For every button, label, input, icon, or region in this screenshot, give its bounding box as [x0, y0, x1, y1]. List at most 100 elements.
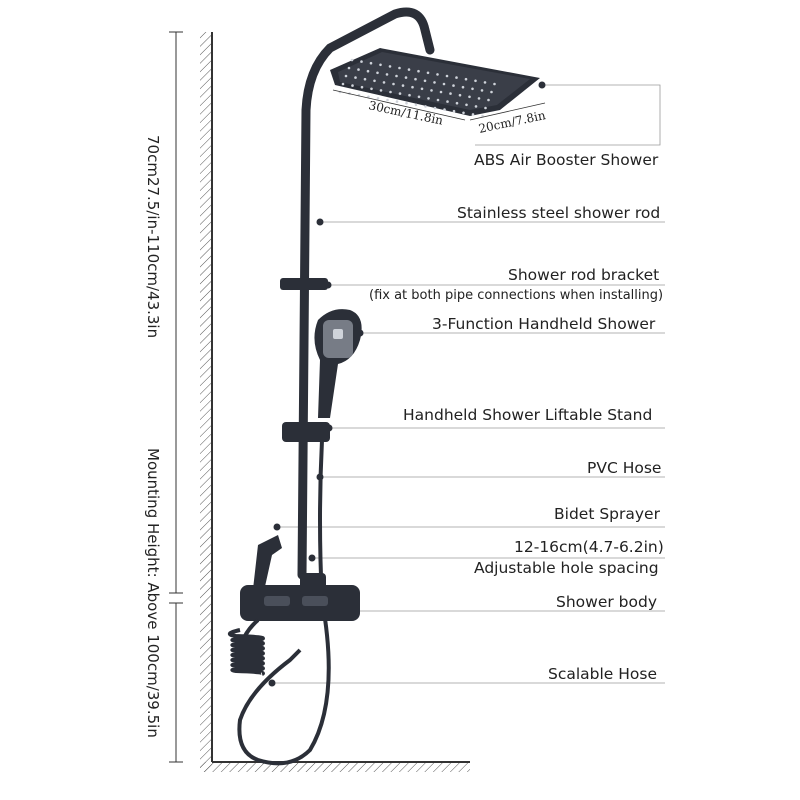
liftable-stand: [282, 422, 330, 442]
nozzle-dot: [376, 71, 379, 75]
nozzle-dot: [414, 103, 418, 107]
nozzle-dot: [347, 66, 351, 70]
nozzle-dot: [468, 95, 471, 99]
rod-height-dimension-line: [169, 31, 183, 594]
nozzle-dot: [461, 85, 465, 89]
nozzle-dot: [477, 97, 481, 100]
nozzle-dot: [471, 87, 474, 91]
leader-lines: [272, 84, 665, 684]
label-shower-body: Shower body: [556, 593, 657, 611]
label-adjustable-hole-spacing: Adjustable hole spacing: [474, 559, 659, 577]
label-bracket-note: (fix at both pipe connections when insta…: [369, 288, 664, 303]
nozzle-dot: [436, 98, 440, 102]
nozzle-dot: [382, 81, 386, 84]
nozzle-dot: [398, 66, 401, 70]
nozzle-dot: [462, 111, 465, 115]
label-bidet-sprayer: Bidet Sprayer: [554, 505, 660, 523]
nozzle-dot: [385, 73, 389, 76]
nozzle-dot: [458, 93, 462, 97]
scalable-hose: [228, 618, 265, 676]
shower-rod-bracket: [280, 278, 328, 290]
shower-body: [240, 573, 360, 621]
nozzle-dot: [408, 93, 411, 97]
wall: [200, 32, 213, 772]
nozzle-dot: [414, 77, 417, 81]
nozzle-dot: [480, 89, 484, 92]
label-shower-rod-bracket: Shower rod bracket: [508, 266, 660, 284]
nozzle-dot: [386, 98, 389, 102]
head-dimension-lines: [332, 89, 546, 121]
nozzle-dot: [407, 68, 411, 71]
nozzle-dot: [417, 69, 420, 73]
nozzle-dot: [471, 113, 475, 116]
nozzle-dot: [433, 106, 437, 110]
nozzle-dot: [446, 100, 449, 103]
nozzle-dot: [442, 82, 446, 86]
mounting-height-dimension: Mounting Height: Above 100cm/39.5in: [144, 448, 162, 738]
nozzle-dot: [370, 87, 373, 91]
nozzle-dot: [369, 61, 373, 65]
shower-rod: [297, 7, 435, 580]
nozzle-dot: [464, 77, 468, 81]
nozzle-dot: [363, 77, 367, 81]
nozzle-dot: [389, 90, 392, 94]
nozzle-dot: [493, 82, 496, 86]
label-shower-rod: Stainless steel shower rod: [457, 204, 661, 222]
nozzle-dot: [405, 101, 408, 105]
nozzle-dot: [465, 103, 468, 107]
nozzle-dot: [449, 92, 452, 95]
nozzle-dot: [439, 90, 443, 94]
pvc-hose: [237, 439, 331, 766]
nozzle-dot: [388, 65, 392, 68]
nozzle-dot: [344, 74, 348, 78]
nozzle-dot: [484, 106, 487, 110]
nozzle-dot: [474, 105, 478, 108]
nozzle-dot: [487, 98, 490, 102]
nozzle-dot: [445, 74, 449, 78]
nozzle-dot: [360, 85, 364, 89]
label-liftable-stand: Handheld Shower Liftable Stand: [403, 406, 653, 424]
nozzle-dot: [357, 68, 360, 71]
label-hole-spacing-size: 12-16cm(4.7-6.2in): [514, 538, 664, 556]
nozzle-dot: [420, 87, 424, 91]
nozzle-dot: [379, 89, 383, 92]
nozzle-dot: [395, 74, 398, 78]
label-handheld-shower: 3-Function Handheld Shower: [432, 315, 656, 333]
nozzle-dot: [430, 89, 433, 92]
bidet-sprayer: [252, 535, 282, 600]
nozzle-dot: [404, 76, 408, 79]
nozzle-dot: [452, 84, 455, 87]
nozzle-dot: [474, 79, 477, 83]
nozzle-dot: [367, 95, 370, 99]
nozzle-dot: [423, 79, 427, 83]
nozzle-dot: [411, 85, 414, 89]
nozzle-dot: [417, 95, 421, 99]
nozzle-dot: [426, 71, 430, 75]
nozzle-dot: [354, 76, 357, 79]
mounting-height-dimension-line: [169, 602, 183, 763]
nozzle-dot: [490, 90, 493, 94]
label-abs-air-booster-shower: ABS Air Booster Shower: [474, 151, 659, 169]
nozzle-dot: [392, 82, 395, 86]
nozzle-dot: [350, 58, 354, 62]
nozzle-dot: [401, 84, 405, 87]
nozzle-dot: [424, 105, 427, 108]
nozzle-dot: [455, 101, 459, 105]
floor: [200, 761, 470, 772]
nozzle-dot: [483, 81, 487, 84]
nozzle-dot: [452, 109, 456, 113]
label-pvc-hose: PVC Hose: [587, 459, 662, 477]
nozzle-dot: [373, 79, 376, 83]
nozzle-dot: [398, 92, 402, 95]
nozzle-dot: [351, 84, 354, 87]
nozzle-dot: [433, 81, 436, 84]
rod-height-dimension: 70cm27.5/in-110cm/43.3in: [144, 135, 162, 339]
label-scalable-hose: Scalable Hose: [548, 665, 658, 683]
nozzle-dot: [436, 73, 439, 76]
air-booster-shower-head: [330, 48, 540, 118]
nozzle-dot: [360, 60, 363, 63]
nozzle-dot: [366, 69, 370, 73]
nozzle-dot: [443, 108, 446, 111]
nozzle-dot: [455, 76, 458, 79]
nozzle-dot: [379, 63, 382, 67]
